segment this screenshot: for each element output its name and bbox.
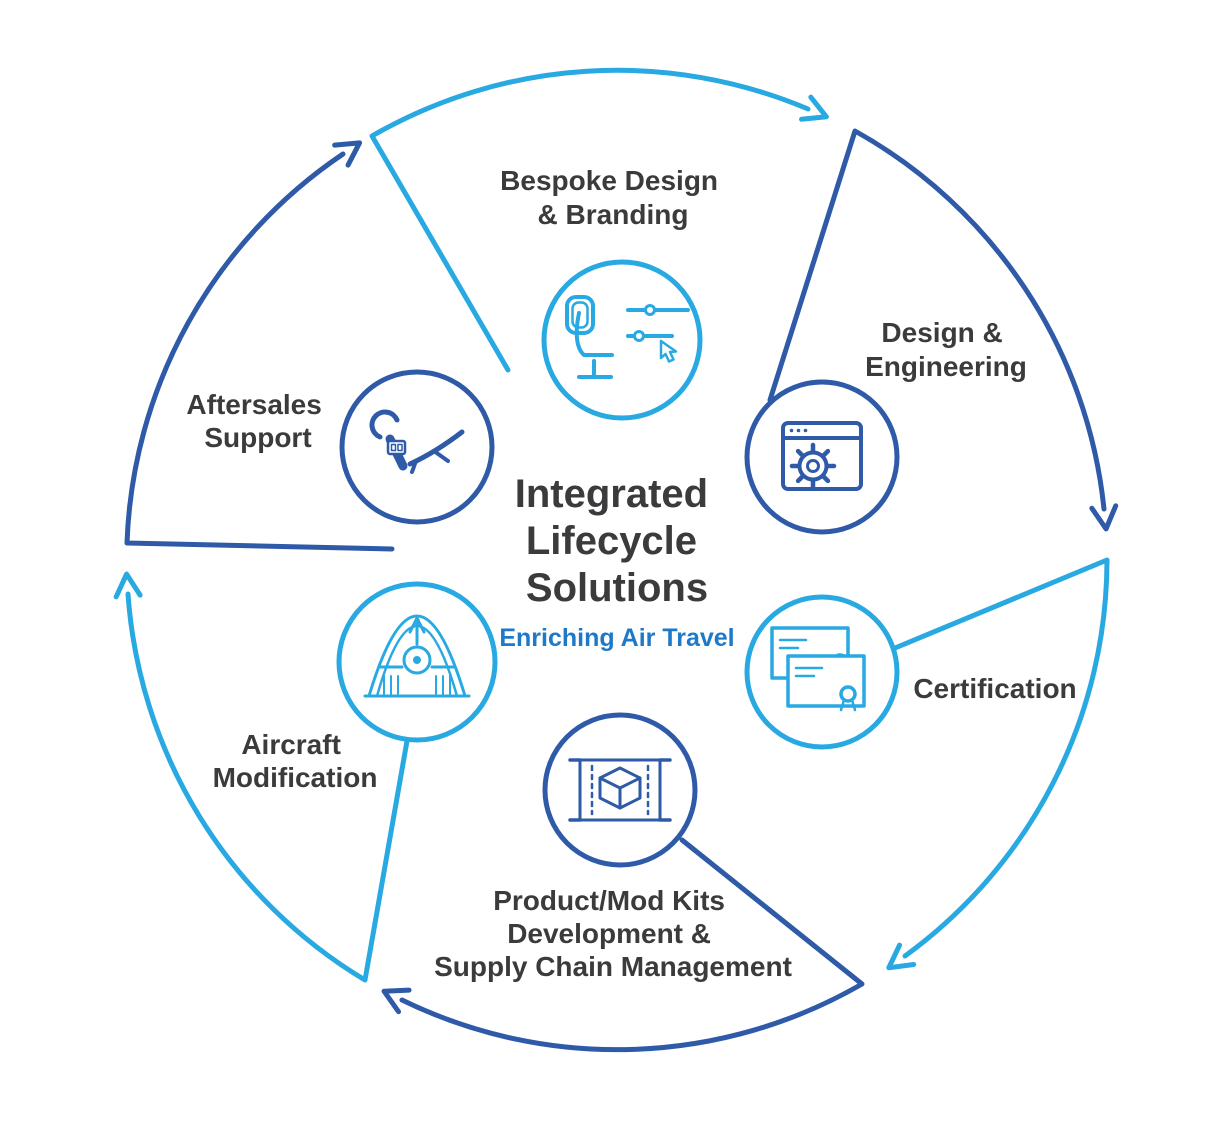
arc-segment-bespoke <box>369 67 829 373</box>
node-circle-aftersales-support <box>339 369 495 525</box>
center-title: Integrated Lifecycle Solutions <box>515 472 719 610</box>
arc-segment-certification <box>886 557 1110 971</box>
wrench-aircraft-icon <box>369 409 465 474</box>
arc-segment-design-engineering <box>767 128 1119 532</box>
arc-segment-product-mod-kits <box>381 837 865 1053</box>
arc-segment-aftersales-support <box>124 140 395 552</box>
center-subtitle: Enriching Air Travel <box>499 624 734 652</box>
label-product-mod-kits: Product/Mod Kits Development & Supply Ch… <box>434 885 792 982</box>
browser-gear-icon <box>781 421 863 491</box>
label-certification: Certification <box>913 673 1076 704</box>
node-circle-bespoke-design-branding <box>541 259 703 421</box>
label-aircraft-modification: Aircraft Modification <box>213 729 378 793</box>
label-design-engineering: Design & Engineering <box>865 317 1027 382</box>
arc-segment-aircraft-modification <box>113 571 410 983</box>
label-bespoke-design-branding: Bespoke Design & Branding <box>500 165 726 230</box>
airplane-seat-settings-icon <box>565 295 690 379</box>
3d-cube-frame-icon <box>568 758 672 822</box>
label-aftersales-support: Aftersales Support <box>186 389 329 453</box>
aircraft-hangar-icon <box>363 614 471 698</box>
certificates-icon <box>770 626 866 712</box>
